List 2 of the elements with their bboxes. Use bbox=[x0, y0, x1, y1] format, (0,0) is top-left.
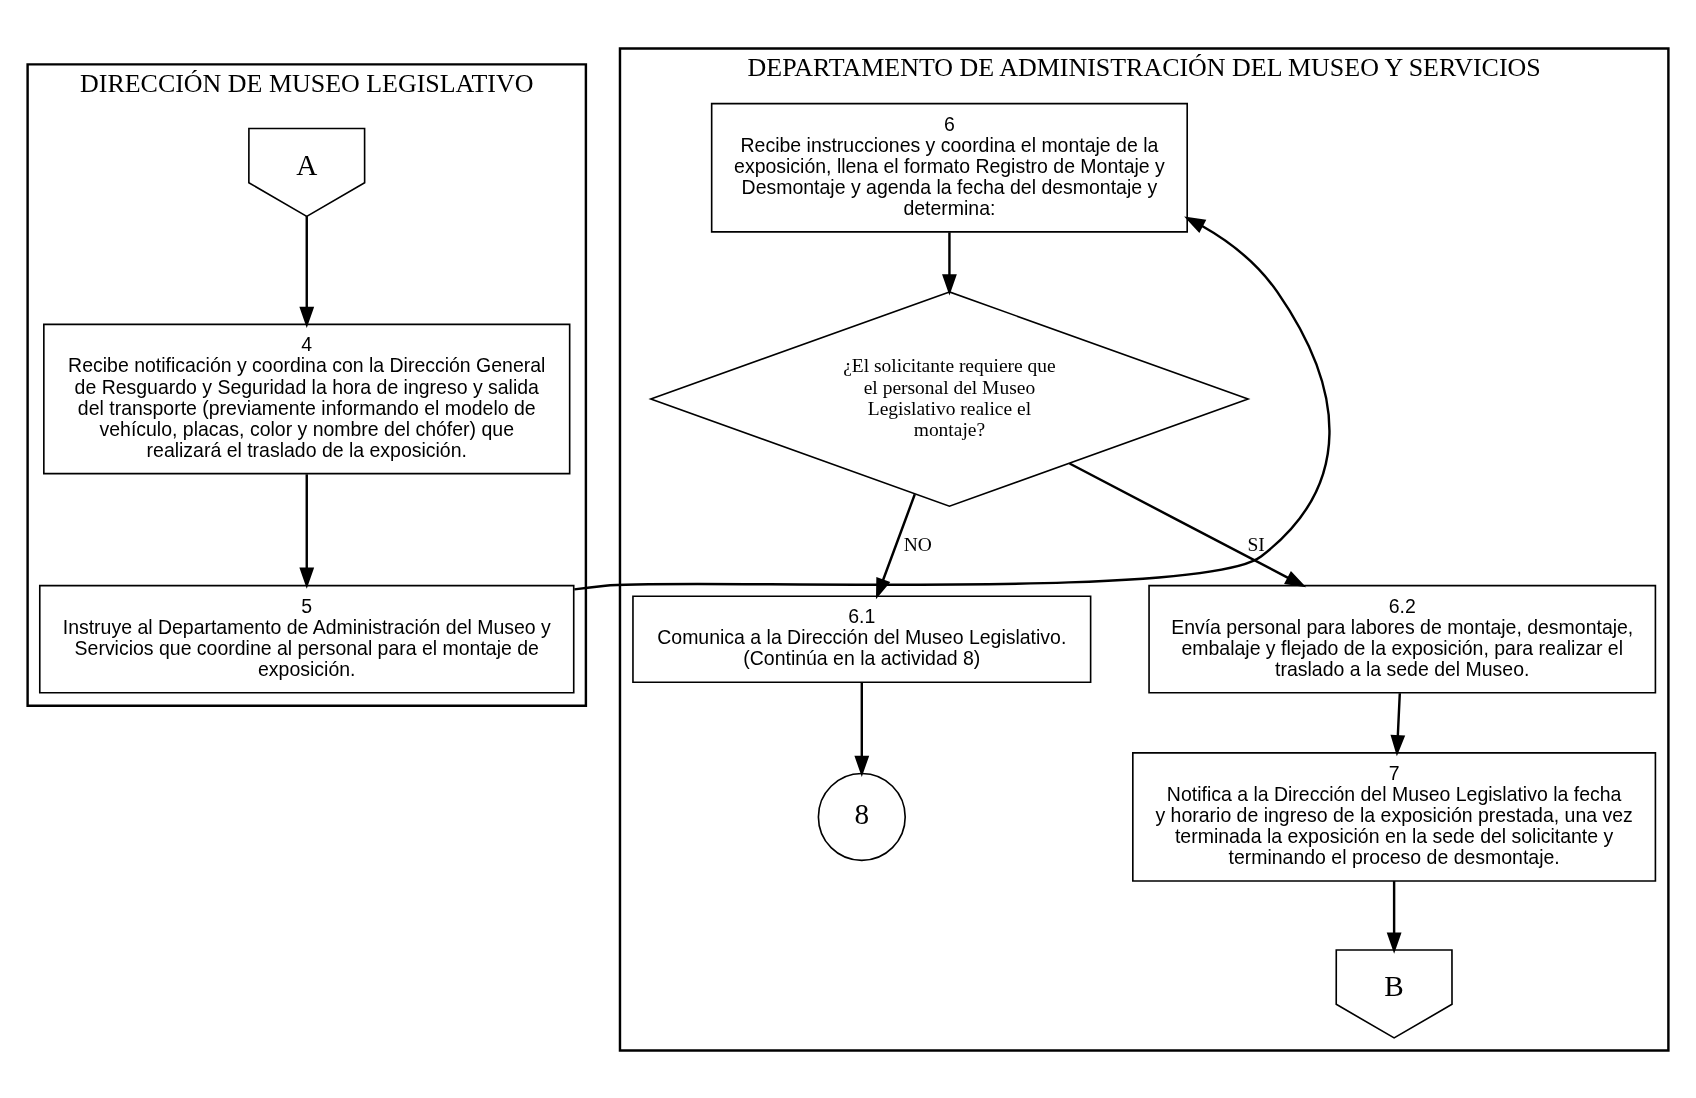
edge-label: SI bbox=[1247, 533, 1265, 555]
edge-label: NO bbox=[903, 533, 932, 555]
